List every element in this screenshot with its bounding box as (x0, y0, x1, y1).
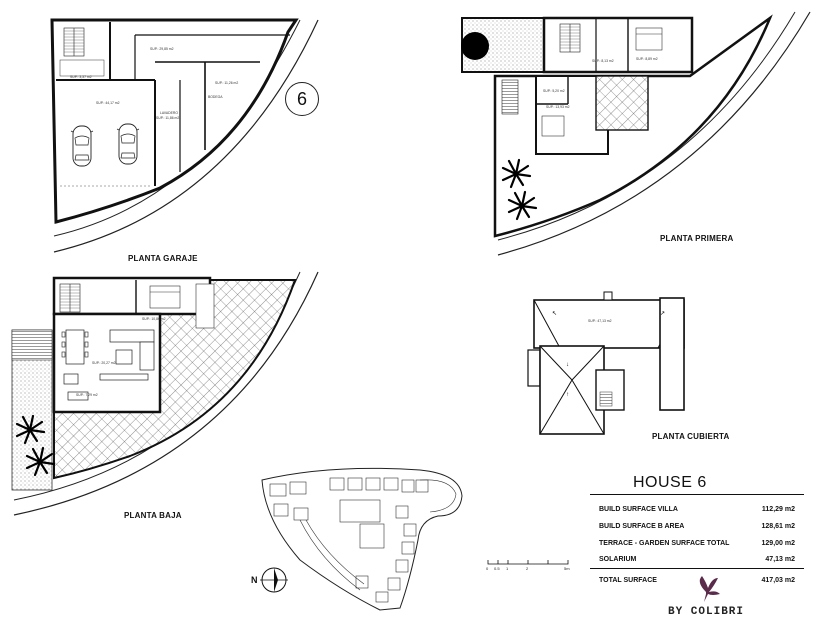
room-area-label: SUP.: 11,26 m2 (215, 81, 238, 85)
scale-bar (487, 560, 569, 565)
room-area-label: LAVADERO (160, 111, 178, 115)
summary-row: BUILD SURFACE B AREA 128,61 m2 (599, 523, 795, 530)
brand-wordmark: BY COLIBRI (668, 606, 745, 618)
room-area-label: SUP.: 20,27 m2 (92, 361, 116, 365)
summary-row-label: BUILD SURFACE B AREA (599, 523, 685, 530)
summary-row-label: SOLARIUM (599, 556, 637, 563)
house-number-circle: 6 (285, 82, 319, 116)
room-area-label: SUP.: 29,85 m2 (150, 47, 174, 51)
north-label: N (251, 575, 258, 585)
summary-row: SOLARIUM 47,13 m2 (599, 556, 795, 563)
garage-plan: SUP.: 29,85 m2 SUP.: 3,37 m2 SUP.: 44,17… (50, 18, 319, 253)
scale-tick: 2 (526, 566, 529, 571)
plan-label-ground: PLANTA BAJA (124, 511, 182, 520)
room-area-label: SUP.: 8,13 m2 (592, 59, 614, 63)
svg-text:↗: ↗ (660, 311, 665, 317)
room-area-label: SUP.: 8,89 m2 (636, 57, 658, 61)
room-area-label: BODEGA (208, 95, 223, 99)
summary-row-label: BUILD SURFACE VILLA (599, 506, 678, 513)
scale-tick: 5m (564, 566, 570, 571)
site-plan (261, 467, 463, 611)
summary-row: BUILD SURFACE VILLA 112,29 m2 (599, 506, 795, 513)
first-floor-plan: SUP.: 8,13 m2 SUP.: 8,89 m2 SUP.: 5,20 m… (461, 11, 811, 256)
plan-label-first: PLANTA PRIMERA (660, 234, 734, 243)
summary-title-rule (590, 494, 804, 495)
summary-row-value: 47,13 m2 (765, 556, 795, 563)
summary-row-label: TERRACE - GARDEN SURFACE TOTAL (599, 540, 730, 547)
summary-row-value: 112,29 m2 (761, 506, 795, 513)
summary-title: HOUSE 6 (633, 474, 707, 491)
roof-plan: SUP.: 47,13 m2 ↖ ↗ ↓ ↑ (527, 291, 685, 435)
svg-text:↖: ↖ (552, 311, 557, 317)
summary-row-value: 128,61 m2 (761, 523, 795, 530)
summary-total-value: 417,03 m2 (761, 577, 795, 584)
scale-tick: 0.5 (494, 566, 500, 571)
summary-total-label: TOTAL SURFACE (599, 577, 657, 584)
scale-tick: 0 (486, 566, 489, 571)
room-area-label: SUP.: 13,93 m2 (546, 105, 570, 109)
north-arrow (260, 567, 288, 593)
scale-tick: 1 (506, 566, 509, 571)
svg-text:↓: ↓ (566, 362, 569, 368)
summary-row-value: 129,00 m2 (761, 540, 795, 547)
room-area-label: SUP.: 44,17 m2 (96, 101, 120, 105)
room-area-label: SUP.: 7,29 m2 (76, 393, 98, 397)
summary-total-row: TOTAL SURFACE 417,03 m2 (599, 577, 795, 584)
room-area-label: SUP.: 47,13 m2 (588, 319, 612, 323)
plan-label-roof: PLANTA CUBIERTA (652, 432, 730, 441)
ground-floor-plan: SUP.: 10,86 m2 SUP.: 20,27 m2 SUP.: 7,29… (11, 271, 319, 516)
room-area-label: SUP.: 10,86 m2 (142, 317, 166, 321)
room-area-label: SUP.: 3,37 m2 (70, 75, 92, 79)
svg-text:↑: ↑ (566, 392, 569, 398)
room-area-label: SUP.: 11,86 m2 (156, 116, 179, 120)
plan-label-garage: PLANTA GARAJE (128, 254, 198, 263)
room-area-label: SUP.: 5,20 m2 (543, 89, 565, 93)
summary-divider (590, 568, 804, 569)
colibri-logo (699, 576, 720, 602)
summary-row: TERRACE - GARDEN SURFACE TOTAL 129,00 m2 (599, 540, 795, 547)
